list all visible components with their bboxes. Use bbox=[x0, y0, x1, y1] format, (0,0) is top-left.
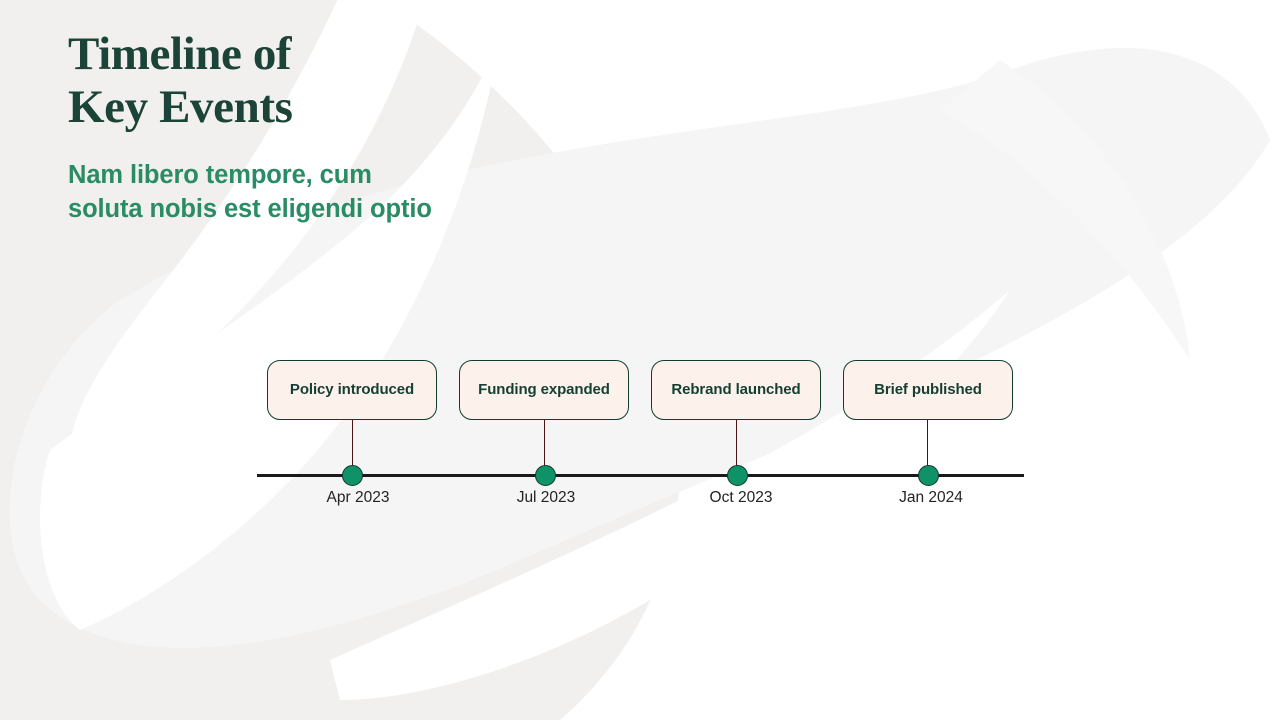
event-card-1[interactable]: Policy introduced bbox=[267, 360, 437, 420]
event-card-4[interactable]: Brief published bbox=[843, 360, 1013, 420]
event-connector-1 bbox=[352, 420, 354, 476]
event-card-label: Funding expanded bbox=[478, 381, 610, 398]
event-connector-4 bbox=[927, 420, 929, 476]
event-marker-dot-3[interactable] bbox=[727, 465, 748, 486]
heading-block: Timeline of Key Events Nam libero tempor… bbox=[68, 28, 688, 226]
event-marker-dot-1[interactable] bbox=[342, 465, 363, 486]
event-marker-dot-4[interactable] bbox=[918, 465, 939, 486]
event-date-label-4: Jan 2024 bbox=[899, 489, 963, 506]
event-marker-dot-2[interactable] bbox=[535, 465, 556, 486]
event-date-label-2: Jul 2023 bbox=[516, 489, 576, 506]
event-date-label-3: Oct 2023 bbox=[709, 489, 773, 506]
event-connector-2 bbox=[544, 420, 546, 476]
event-connector-3 bbox=[736, 420, 738, 476]
page-title: Timeline of Key Events bbox=[68, 28, 293, 133]
event-card-label: Policy introduced bbox=[289, 381, 415, 398]
page-subtitle: Nam libero tempore, cum soluta nobis est… bbox=[68, 161, 432, 223]
event-date-label-1: Apr 2023 bbox=[326, 489, 390, 506]
event-card-label: Rebrand launched bbox=[671, 381, 801, 398]
event-card-2[interactable]: Funding expanded bbox=[459, 360, 629, 420]
timeline-axis bbox=[257, 474, 1024, 477]
event-card-3[interactable]: Rebrand launched bbox=[651, 360, 821, 420]
event-card-label: Brief published bbox=[874, 381, 982, 398]
